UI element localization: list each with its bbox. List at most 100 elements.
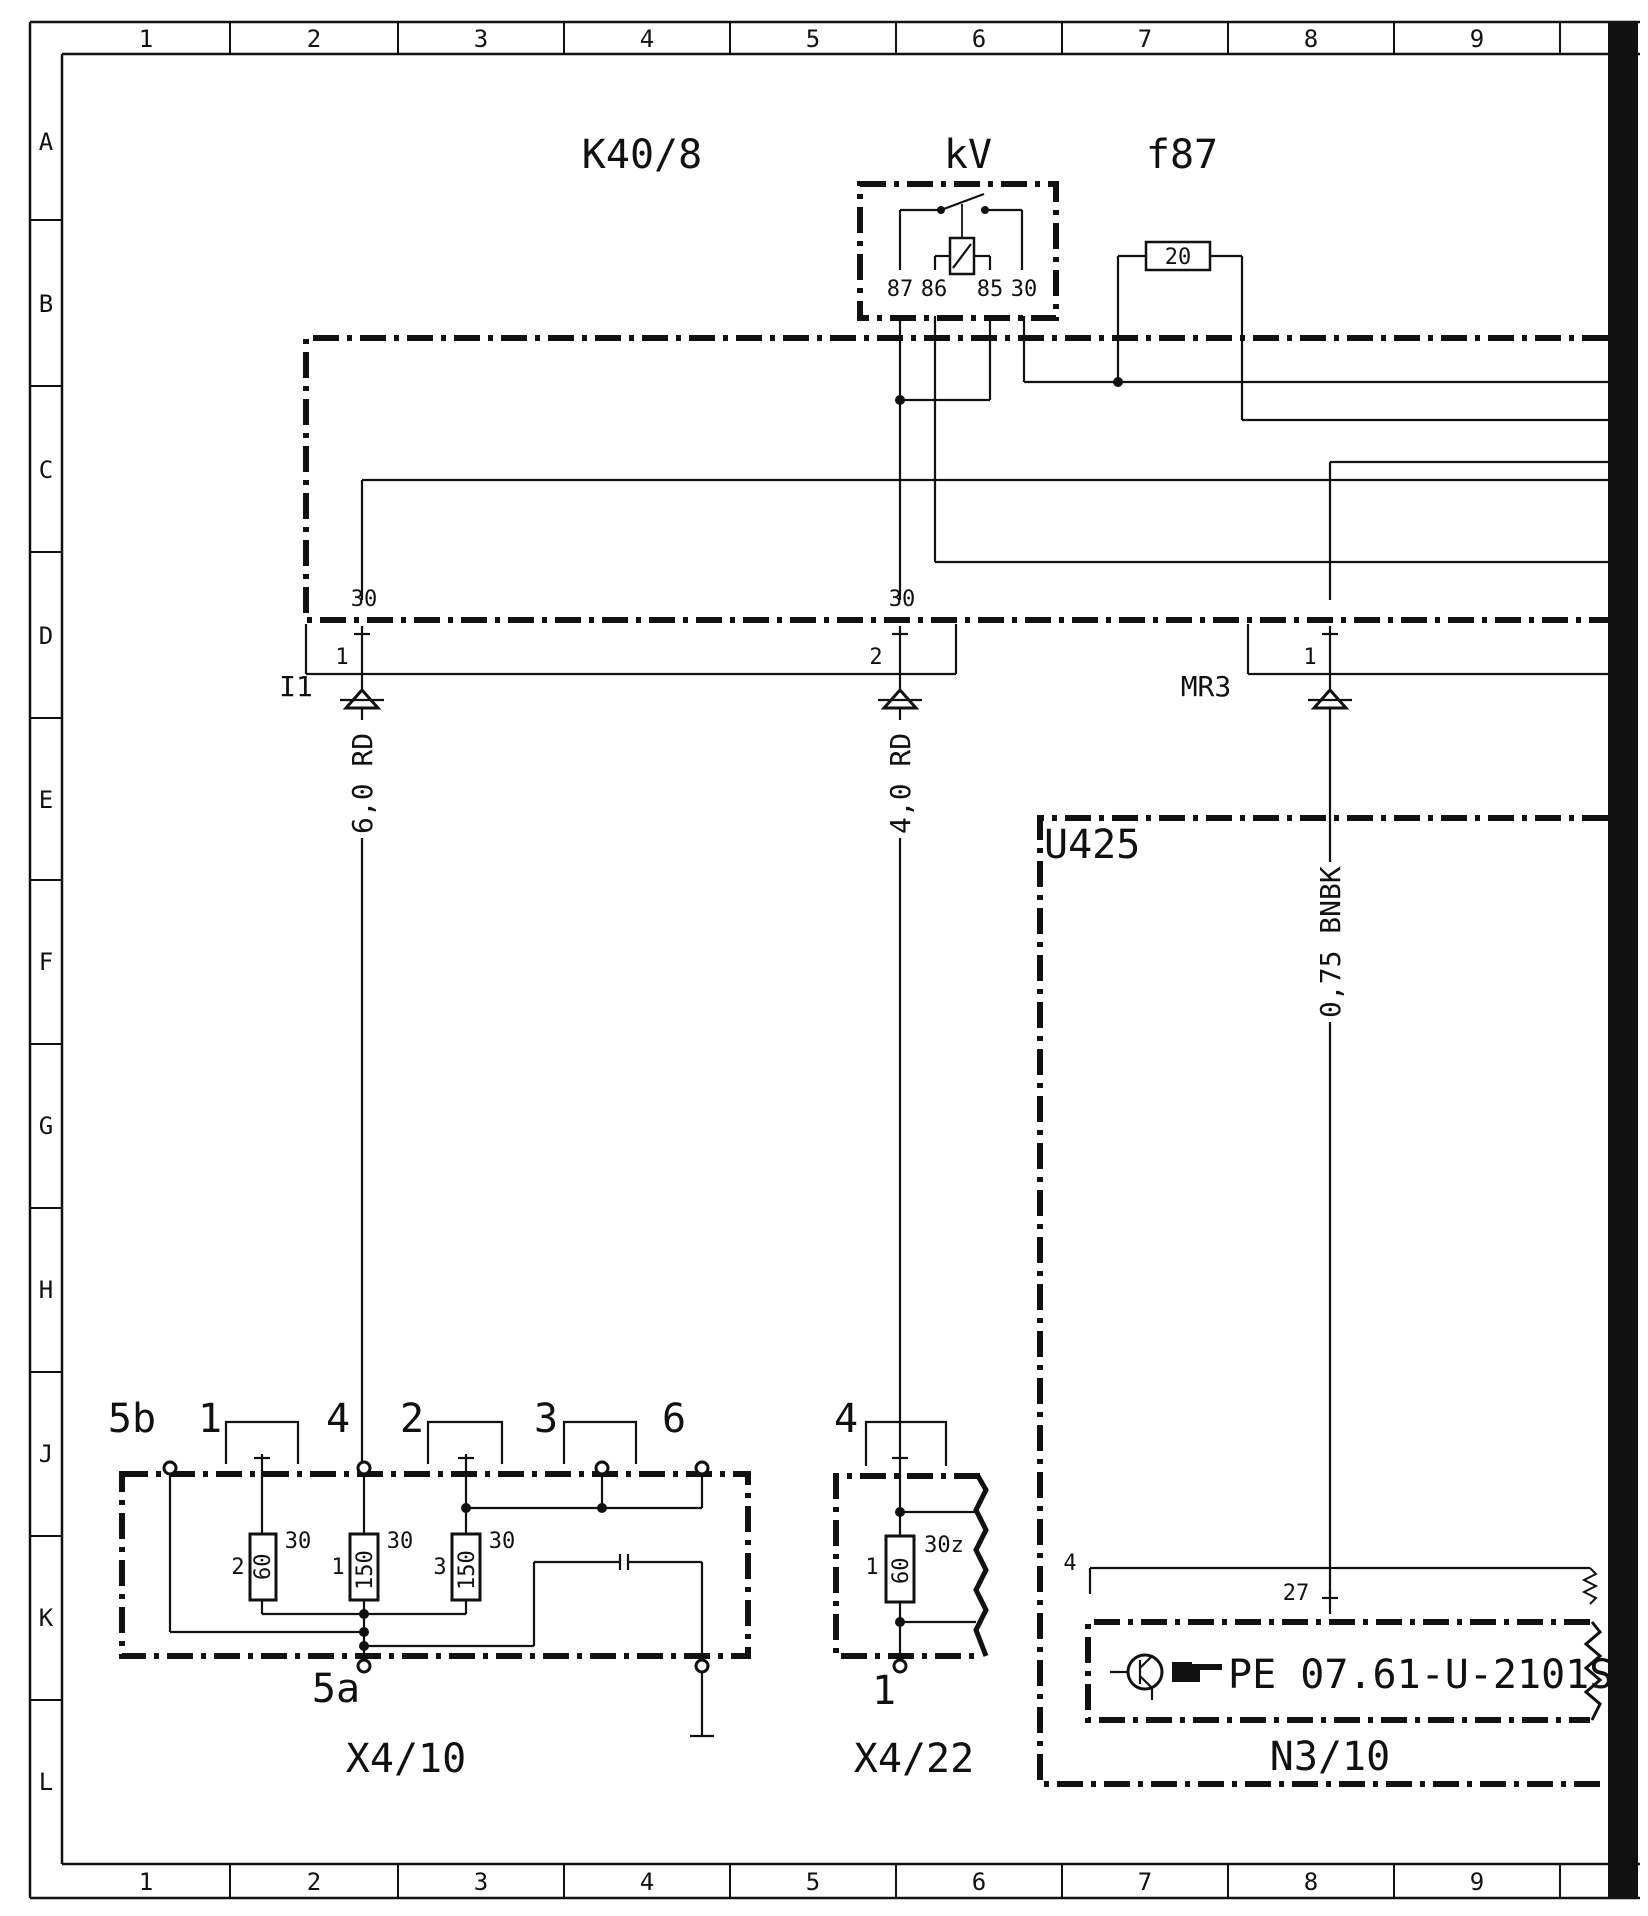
row-label: C (39, 456, 53, 484)
i1-pin-2: 2 (869, 645, 882, 670)
col-label: 2 (307, 25, 321, 53)
x4-22-fuse-num: 1 (865, 1555, 878, 1580)
x4-22-pin-1: 1 (872, 1668, 896, 1714)
col-label: 1 (139, 25, 153, 53)
x4-10-fuse-1-num: 1 (331, 1555, 344, 1580)
k40-8-boundary (303, 335, 1608, 623)
x4-22-housing (833, 1473, 980, 1659)
x4-10-fuse-2-rating: 60 (251, 1554, 276, 1581)
x4-10-fuse-3-num: 3 (433, 1555, 446, 1580)
x4-22-label: X4/22 (854, 1736, 974, 1782)
col-label: 9 (1470, 1868, 1484, 1896)
column-ruler-bottom: 1 2 3 4 5 6 7 8 9 (139, 1864, 1561, 1898)
row-label: L (39, 1768, 53, 1796)
col-label: 3 (474, 25, 488, 53)
col-label: 9 (1470, 25, 1484, 53)
n3-10-jagged-edge (1583, 1621, 1603, 1721)
col-label: 1 (139, 1868, 153, 1896)
row-label: H (39, 1276, 53, 1304)
x4-22-fuse-terminal: 30z (924, 1533, 964, 1558)
row-label: D (39, 622, 53, 650)
mr3-pin-1: 1 (1303, 645, 1316, 670)
transistor-icon (1110, 1653, 1164, 1700)
relay-pin-85: 85 (977, 277, 1004, 302)
connector-i1 (304, 624, 958, 676)
relay-module-label: K40/8 (582, 132, 702, 178)
n3-10-boundary (1085, 1619, 1590, 1723)
x4-10-pin-5a: 5a (312, 1666, 360, 1712)
x4-10-fuse-2-num: 2 (231, 1555, 244, 1580)
connector-i1-label: I1 (279, 670, 313, 703)
x4-10-wiring (162, 1420, 714, 1738)
row-label: G (39, 1112, 53, 1140)
column-ruler-top: 1 2 3 4 5 6 7 8 9 (139, 22, 1561, 54)
wire-label-6-0-rd: 6,0 RD (346, 733, 379, 834)
row-ruler-left: A B C D E F G H J K L (30, 128, 62, 1796)
col-label: 6 (972, 25, 986, 53)
pin-30-mid: 30 (889, 587, 916, 612)
fuse-f87 (1116, 240, 1244, 330)
x4-22-fuse-rating: 60 (889, 1558, 914, 1585)
x4-22-pin-4: 4 (834, 1396, 858, 1442)
col-label: 8 (1304, 1868, 1318, 1896)
n3-10-reference: PE 07.61-U-2101SD (1228, 1652, 1637, 1698)
n3-10-pin-27: 27 (1283, 1581, 1310, 1606)
wire-label-4-0-rd: 4,0 RD (884, 733, 917, 834)
row-label: J (39, 1440, 53, 1468)
relay-pin-87: 87 (887, 277, 914, 302)
x4-10-fuse-1-rating: 150 (353, 1550, 378, 1590)
relay-housing (857, 181, 1059, 321)
relay-label: kV (944, 132, 992, 178)
x4-10-pin-4: 4 (326, 1396, 350, 1442)
n3-10-connector (1088, 1566, 1599, 1614)
n3-10-pin-4: 4 (1063, 1551, 1076, 1576)
x4-10-pin-6: 6 (662, 1396, 686, 1442)
relay-symbol (898, 192, 1024, 276)
col-label: 5 (806, 1868, 820, 1896)
x4-10-fuse-3-rating: 150 (455, 1550, 480, 1590)
connector-mr3 (1246, 624, 1608, 676)
row-label: F (39, 948, 53, 976)
x4-10-label: X4/10 (346, 1736, 466, 1782)
x4-10-pin-3: 3 (534, 1396, 558, 1442)
row-label: A (39, 128, 54, 156)
connector-pins (354, 626, 1338, 648)
i1-pin-1: 1 (335, 645, 348, 670)
n3-10-label: N3/10 (1270, 1734, 1390, 1780)
k40-wiring (360, 316, 1608, 600)
fuse-label: f87 (1146, 132, 1218, 178)
x4-22-wiring (864, 1420, 976, 1674)
x4-10-fuse-1-terminal: 30 (387, 1529, 414, 1554)
row-label: K (39, 1604, 54, 1632)
pin-30-left: 30 (351, 587, 378, 612)
row-label: B (39, 290, 53, 318)
col-label: 5 (806, 25, 820, 53)
wire-label-0-75-bnbk: 0,75 BNBK (1314, 866, 1347, 1018)
u425-label: U425 (1044, 822, 1140, 868)
main-wires (360, 708, 1332, 1596)
col-label: 4 (640, 25, 654, 53)
x4-10-pin-1: 1 (198, 1396, 222, 1442)
x4-10-pin-5b: 5b (108, 1396, 156, 1442)
x4-10-pin-2: 2 (400, 1396, 424, 1442)
col-label: 2 (307, 1868, 321, 1896)
u425-boundary (1037, 815, 1608, 1787)
col-label: 7 (1138, 1868, 1152, 1896)
col-label: 4 (640, 1868, 654, 1896)
x4-10-fuse-3-terminal: 30 (489, 1529, 516, 1554)
col-label: 8 (1304, 25, 1318, 53)
x4-10-fuse-2-terminal: 30 (285, 1529, 312, 1554)
x4-10-housing (119, 1471, 751, 1659)
col-label: 7 (1138, 25, 1152, 53)
pointing-hand-icon (1172, 1662, 1222, 1682)
drawing-frame (28, 20, 1640, 1900)
col-label: 6 (972, 1868, 986, 1896)
relay-pin-30: 30 (1011, 277, 1038, 302)
x4-22-jagged-edge (973, 1474, 989, 1657)
connector-mr3-label: MR3 (1181, 670, 1232, 703)
relay-pin-86: 86 (921, 277, 948, 302)
fuse-f87-rating: 20 (1165, 245, 1192, 270)
col-label: 3 (474, 1868, 488, 1896)
row-label: E (39, 786, 53, 814)
